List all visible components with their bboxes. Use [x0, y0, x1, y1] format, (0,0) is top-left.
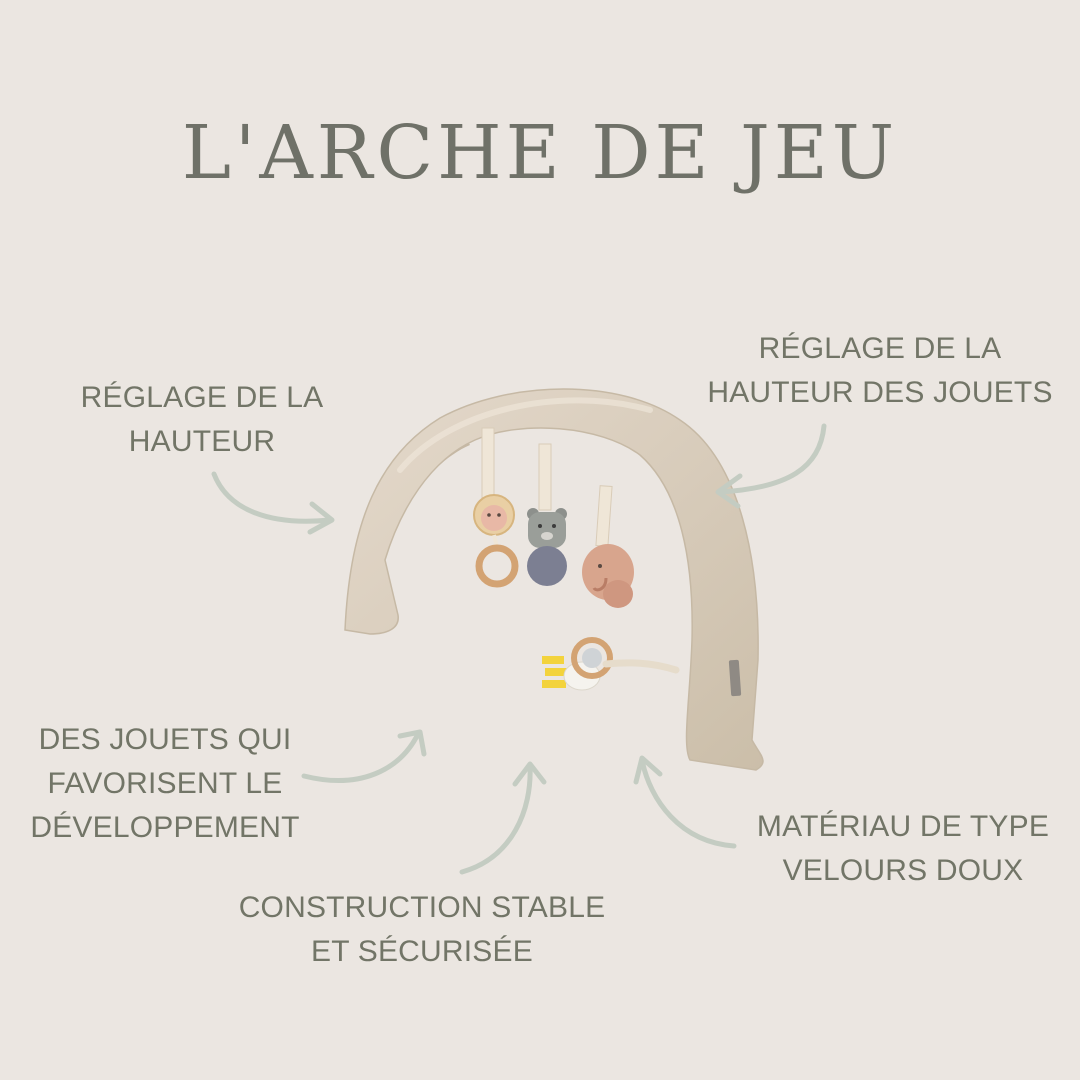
- rattle-toy-icon: [542, 637, 680, 691]
- label-toy-height-adjust: RÉGLAGE DE LA HAUTEUR DES JOUETS: [707, 332, 1053, 409]
- label-stable-construction: CONSTRUCTION STABLE ET SÉCURISÉE: [238, 891, 606, 968]
- arch-frame: [344, 388, 764, 771]
- label-velvet-material: MATÉRIAU DE TYPE VELOURS DOUX: [756, 810, 1050, 887]
- page-title: L'ARCHE DE JEU: [181, 110, 899, 196]
- label-development-toys: DES JOUETS QUI FAVORISENT LE DÉVELOPPEME…: [30, 723, 300, 844]
- label-height-adjust: RÉGLAGE DE LA HAUTEUR: [80, 381, 324, 458]
- toy-straps: [481, 427, 613, 547]
- lion-toy-icon: [473, 494, 515, 548]
- elephant-toy-icon: [582, 544, 634, 608]
- wooden-ring-icon: [475, 544, 519, 588]
- bear-toy-icon: [527, 508, 567, 586]
